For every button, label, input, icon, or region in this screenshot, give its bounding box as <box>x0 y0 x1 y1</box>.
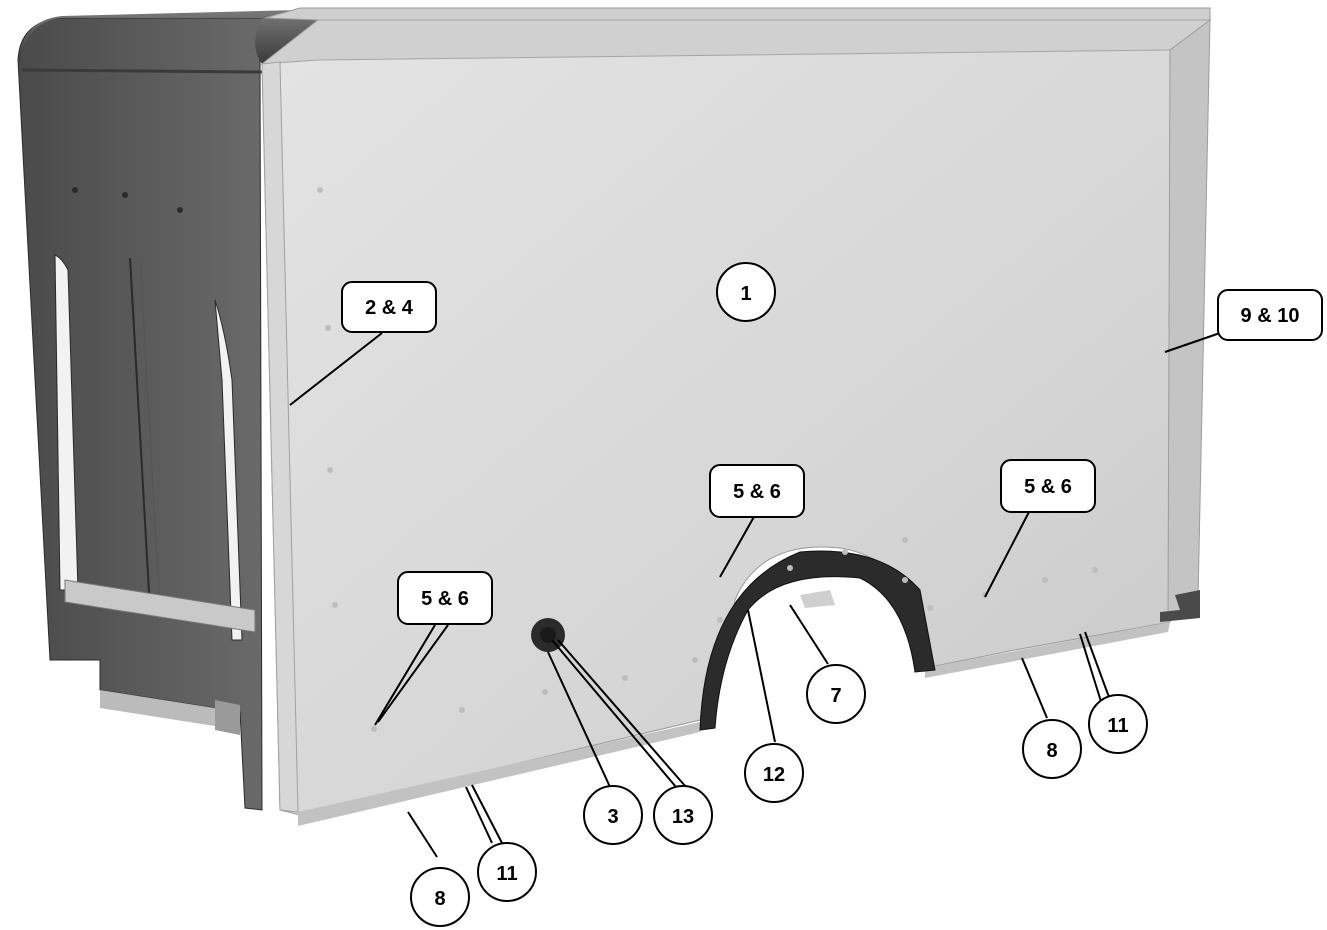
callout-11-right: 11 <box>1088 694 1148 754</box>
callout-5-and-6-middle: 5 & 6 <box>709 464 805 518</box>
callout-7: 7 <box>806 664 866 724</box>
callout-13: 13 <box>653 785 713 845</box>
callout-8-right-label: 8 <box>1046 740 1057 762</box>
callout-2-and-4: 2 & 4 <box>341 281 437 333</box>
leader-lines <box>289 332 1221 858</box>
callout-5-and-6-left: 5 & 6 <box>397 571 493 625</box>
side-panel <box>260 7 1212 826</box>
callout-8-right: 8 <box>1022 719 1082 779</box>
callout-11-left: 11 <box>477 842 537 902</box>
callout-9-and-10: 9 & 10 <box>1217 289 1323 341</box>
callout-5-and-6-right: 5 & 6 <box>1000 459 1096 513</box>
callout-2-and-4-label: 2 & 4 <box>365 297 414 319</box>
callout-5-and-6-right-label: 5 & 6 <box>1024 476 1072 498</box>
callout-7-label: 7 <box>830 685 841 707</box>
callout-1-label: 1 <box>740 283 751 305</box>
callout-3: 3 <box>583 785 643 845</box>
callout-5-and-6-left-label: 5 & 6 <box>421 588 469 610</box>
front-panel <box>17 10 318 811</box>
fender-flare <box>699 550 936 731</box>
callout-12: 12 <box>744 743 804 803</box>
callout-13-label: 13 <box>672 806 694 828</box>
callout-5-and-6-middle-label: 5 & 6 <box>733 481 781 503</box>
callout-8-left: 8 <box>410 867 470 927</box>
callout-11-left-label: 11 <box>496 863 517 885</box>
callout-3-label: 3 <box>607 806 618 828</box>
callout-8-left-label: 8 <box>434 888 445 910</box>
rivets <box>72 187 1098 732</box>
callout-11-right-label: 11 <box>1107 715 1128 737</box>
callout-1: 1 <box>716 262 776 322</box>
callout-9-and-10-label: 9 & 10 <box>1241 305 1300 327</box>
fuel-filler <box>531 618 565 652</box>
callout-12-label: 12 <box>763 764 785 786</box>
